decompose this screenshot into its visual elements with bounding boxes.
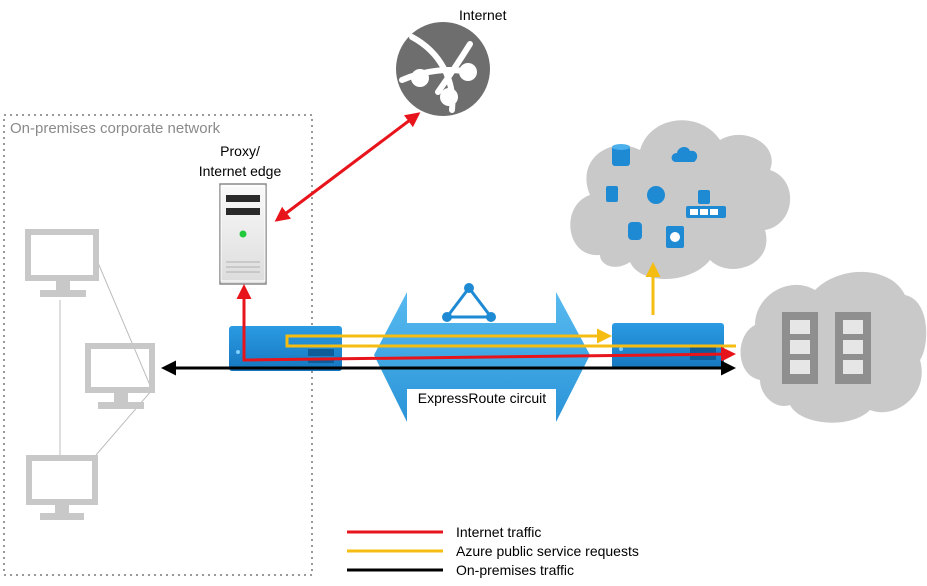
legend-label: On-premises traffic	[456, 562, 574, 578]
sql-database-icon	[612, 144, 630, 166]
web-app-icon	[647, 186, 665, 204]
computer-icon	[25, 229, 99, 297]
document-db-icon	[606, 186, 618, 202]
legend-item: Azure public service requests	[347, 543, 639, 559]
expressroute-label: ExpressRoute circuit	[418, 390, 546, 406]
internet-globe-icon	[396, 22, 490, 116]
legend-label: Azure public service requests	[456, 543, 639, 559]
network-links	[59, 257, 153, 456]
computer-icon	[85, 343, 155, 409]
legend-item: On-premises traffic	[347, 562, 574, 578]
expressroute-triangle-icon	[442, 283, 496, 322]
proxy-label-line1: Proxy/	[220, 143, 260, 159]
router-icon-on-premises	[229, 326, 342, 371]
legend-label: Internet traffic	[456, 524, 541, 540]
queue-icon	[686, 206, 726, 218]
internet-traffic-route	[236, 284, 736, 362]
vm-rack-icon	[782, 312, 818, 384]
proxy-label-line2: Internet edge	[199, 163, 282, 179]
internet-traffic-proxy-to-internet	[274, 112, 421, 222]
storage-icon	[628, 222, 642, 240]
internet-label: Internet	[459, 7, 507, 23]
azure-datacenter-cloud	[740, 271, 927, 423]
service-bus-icon	[698, 190, 710, 204]
azure-public-services-cloud	[570, 120, 791, 280]
proxy-server-icon	[219, 183, 267, 285]
legend-item: Internet traffic	[347, 524, 541, 540]
cloud-service-icons	[606, 144, 726, 248]
corporate-network-label: On-premises corporate network	[10, 120, 221, 137]
computer-icon	[26, 455, 98, 520]
cloud-service-icon	[671, 147, 698, 162]
disk-icon	[666, 226, 684, 248]
vm-rack-icon	[835, 312, 871, 384]
